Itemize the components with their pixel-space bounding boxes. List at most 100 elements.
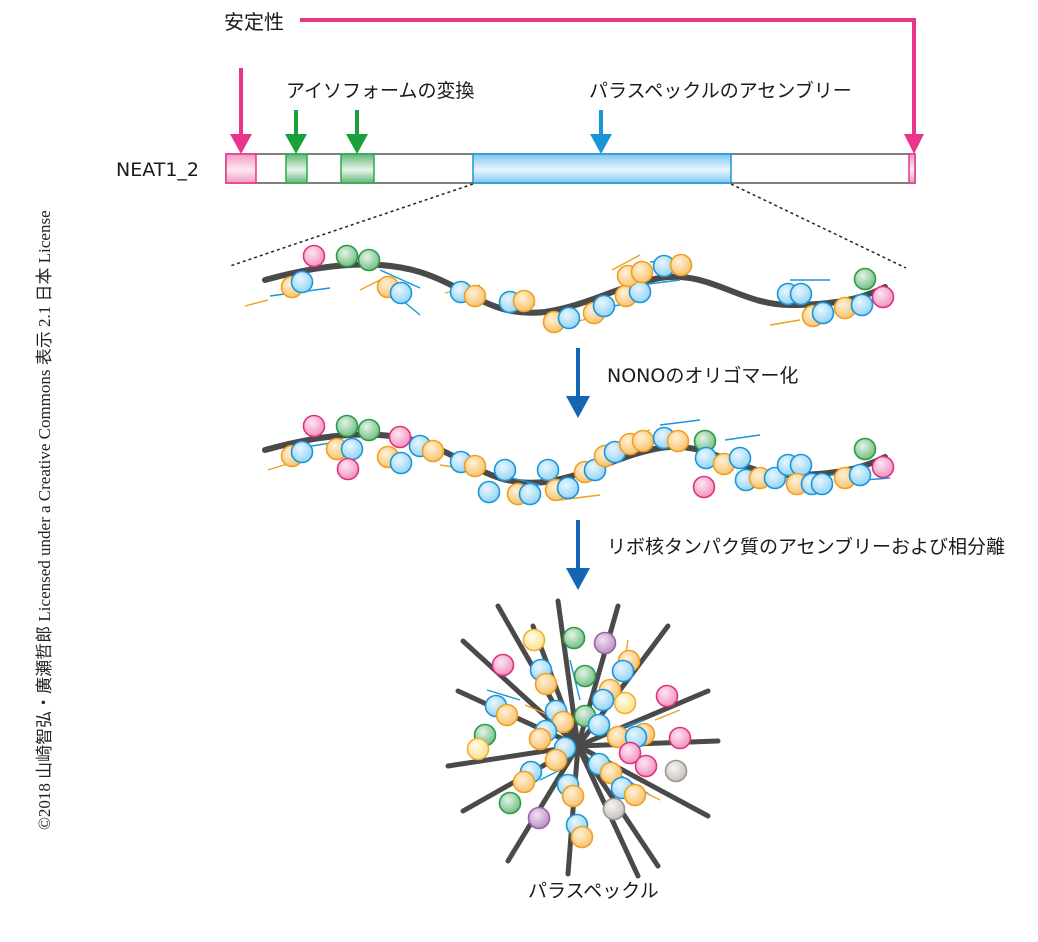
isoform-arrow-2-head [346,134,368,154]
protein-orange [669,253,693,277]
paraspeckle-structure [445,598,721,879]
protein-pink [302,244,326,268]
stability-bracket-line [300,18,916,136]
protein-yellow [613,691,637,715]
protein-tail [724,434,761,441]
protein-orange [631,429,655,453]
protein-tail [659,419,701,426]
nono-protein-blue [340,437,364,461]
paraspeckle-assembly-label: パラスペックルのアセンブリー [589,79,852,102]
protein-pink [871,455,895,479]
stability-arrow-5prime-head [230,134,252,154]
nono-protein-blue [477,480,501,504]
step-2-label: リボ核タンパク質のアセンブリーおよび相分離 [607,535,1005,558]
nono-protein-blue [728,446,752,470]
protein-tail [486,689,521,701]
nono-protein-blue [536,458,560,482]
protein-tail [611,254,641,271]
region-isoform-1 [285,153,308,184]
paraspeckle-label: パラスペックル [528,880,659,902]
region-stability-5prime [225,153,257,184]
protein-orange [463,284,487,308]
nono-protein-blue [493,458,517,482]
nono-protein-blue [811,301,835,325]
isoform-arrow-1-head [285,134,307,154]
protein-orange [599,761,623,785]
protein-orange [495,703,519,727]
protein-orange [534,672,558,696]
nono-protein-blue [789,453,813,477]
protein-pink [302,414,326,438]
protein-green [357,248,381,272]
region-stability-3prime [908,153,916,184]
protein-pink [336,457,360,481]
assembly-arrow-head [590,134,612,154]
protein-orange [570,825,594,849]
nono-protein-blue [290,440,314,464]
zoom-guide-left [229,183,474,267]
protein-pink [871,285,895,309]
protein-purple [593,631,617,655]
rna-strand [565,743,581,877]
nono-protein-blue [587,713,611,737]
step-1-arrow-head [566,396,590,418]
protein-green [357,418,381,442]
rna-strand [555,598,581,749]
rna-strand [575,688,711,749]
region-paraspeckle-domain [472,153,732,184]
protein-green [573,664,597,688]
protein-orange [512,770,536,794]
protein-green [335,414,359,438]
protein-tail [654,709,681,721]
protein-purple [527,806,551,830]
protein-orange [463,454,487,478]
gene-name-label: NEAT1_2 [116,159,199,181]
protein-tail [769,319,801,326]
protein-green [853,437,877,461]
protein-pink [634,754,658,778]
nono-protein-blue [592,294,616,318]
protein-green [853,267,877,291]
protein-pink [668,726,692,750]
stability-arrow-3prime-head [904,134,924,154]
protein-green [562,626,586,650]
protein-orange [421,439,445,463]
copyright-credit: ©2018 山崎智弘・廣瀬哲郎 Licensed under a Creativ… [35,210,54,830]
nono-protein-blue [556,476,580,500]
protein-orange [666,429,690,453]
nono-protein-blue [518,482,542,506]
isoform-switch-label: アイソフォームの変換 [286,80,474,102]
nono-protein-blue [591,688,615,712]
protein-orange [544,748,568,772]
protein-orange [561,784,585,808]
rna-strand [455,688,581,749]
stability-label: 安定性 [224,10,284,34]
protein-tail [619,719,646,729]
protein-orange [528,727,552,751]
step-2: リボ核タンパク質のアセンブリーおよび相分離 [566,520,1005,590]
protein-pink [491,653,515,677]
protein-tail [379,269,421,289]
step-1: NONOのオリゴマー化 [566,348,798,418]
nono-protein-blue [810,472,834,496]
step-2-arrow-head [566,568,590,590]
nono-protein-blue [389,451,413,475]
protein-gray [602,797,626,821]
protein-tail [359,279,381,291]
protein-orange [630,260,654,284]
zoom-guide-right [730,183,907,269]
protein-pink [618,741,642,765]
nono-protein-blue [848,463,872,487]
rna-strand [505,743,581,864]
protein-tail [244,299,269,307]
protein-yellow [522,628,546,652]
protein-orange [512,289,536,313]
nono-protein-blue [611,659,635,683]
gene-map: 安定性 アイソフォームの変換 パラスペックルのアセンブリー NEAT1_2 [116,10,924,269]
stage-2-nono-oligomerized [262,414,895,506]
protein-yellow [466,737,490,761]
protein-pink [388,425,412,449]
protein-green [498,791,522,815]
nono-protein-blue [850,293,874,317]
